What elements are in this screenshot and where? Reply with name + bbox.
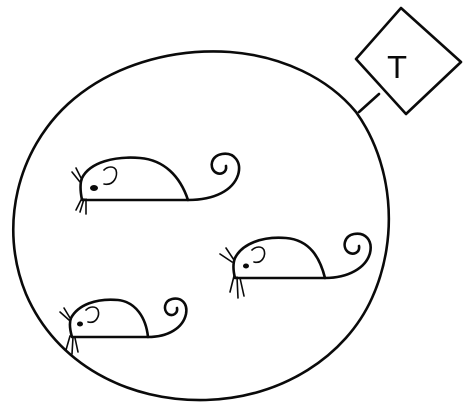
mouse-1-ear [104, 167, 117, 184]
mouse-2-whiskers [220, 248, 244, 298]
mouse-1 [72, 154, 239, 214]
mouse-2-eye [243, 264, 249, 269]
mouse-3-tail [148, 299, 186, 337]
sensor-box [356, 8, 461, 114]
mouse-2-tail [325, 234, 371, 278]
mouse-3-ear [86, 307, 99, 322]
mouse-1-eye [90, 185, 98, 191]
sensor-connector [359, 94, 379, 112]
mouse-2 [220, 234, 371, 298]
sensor-label: T [387, 51, 407, 86]
mouse-2-body [234, 238, 326, 278]
mouse-3-body [70, 300, 148, 337]
temperature-sensor: T [356, 8, 461, 114]
mouse-3 [60, 299, 186, 354]
mouse-3-eye [77, 322, 83, 327]
mouse-1-tail [188, 154, 239, 200]
mouse-1-body [81, 158, 189, 200]
mouse-2-ear [252, 247, 265, 262]
enclosure-circle [13, 51, 389, 400]
